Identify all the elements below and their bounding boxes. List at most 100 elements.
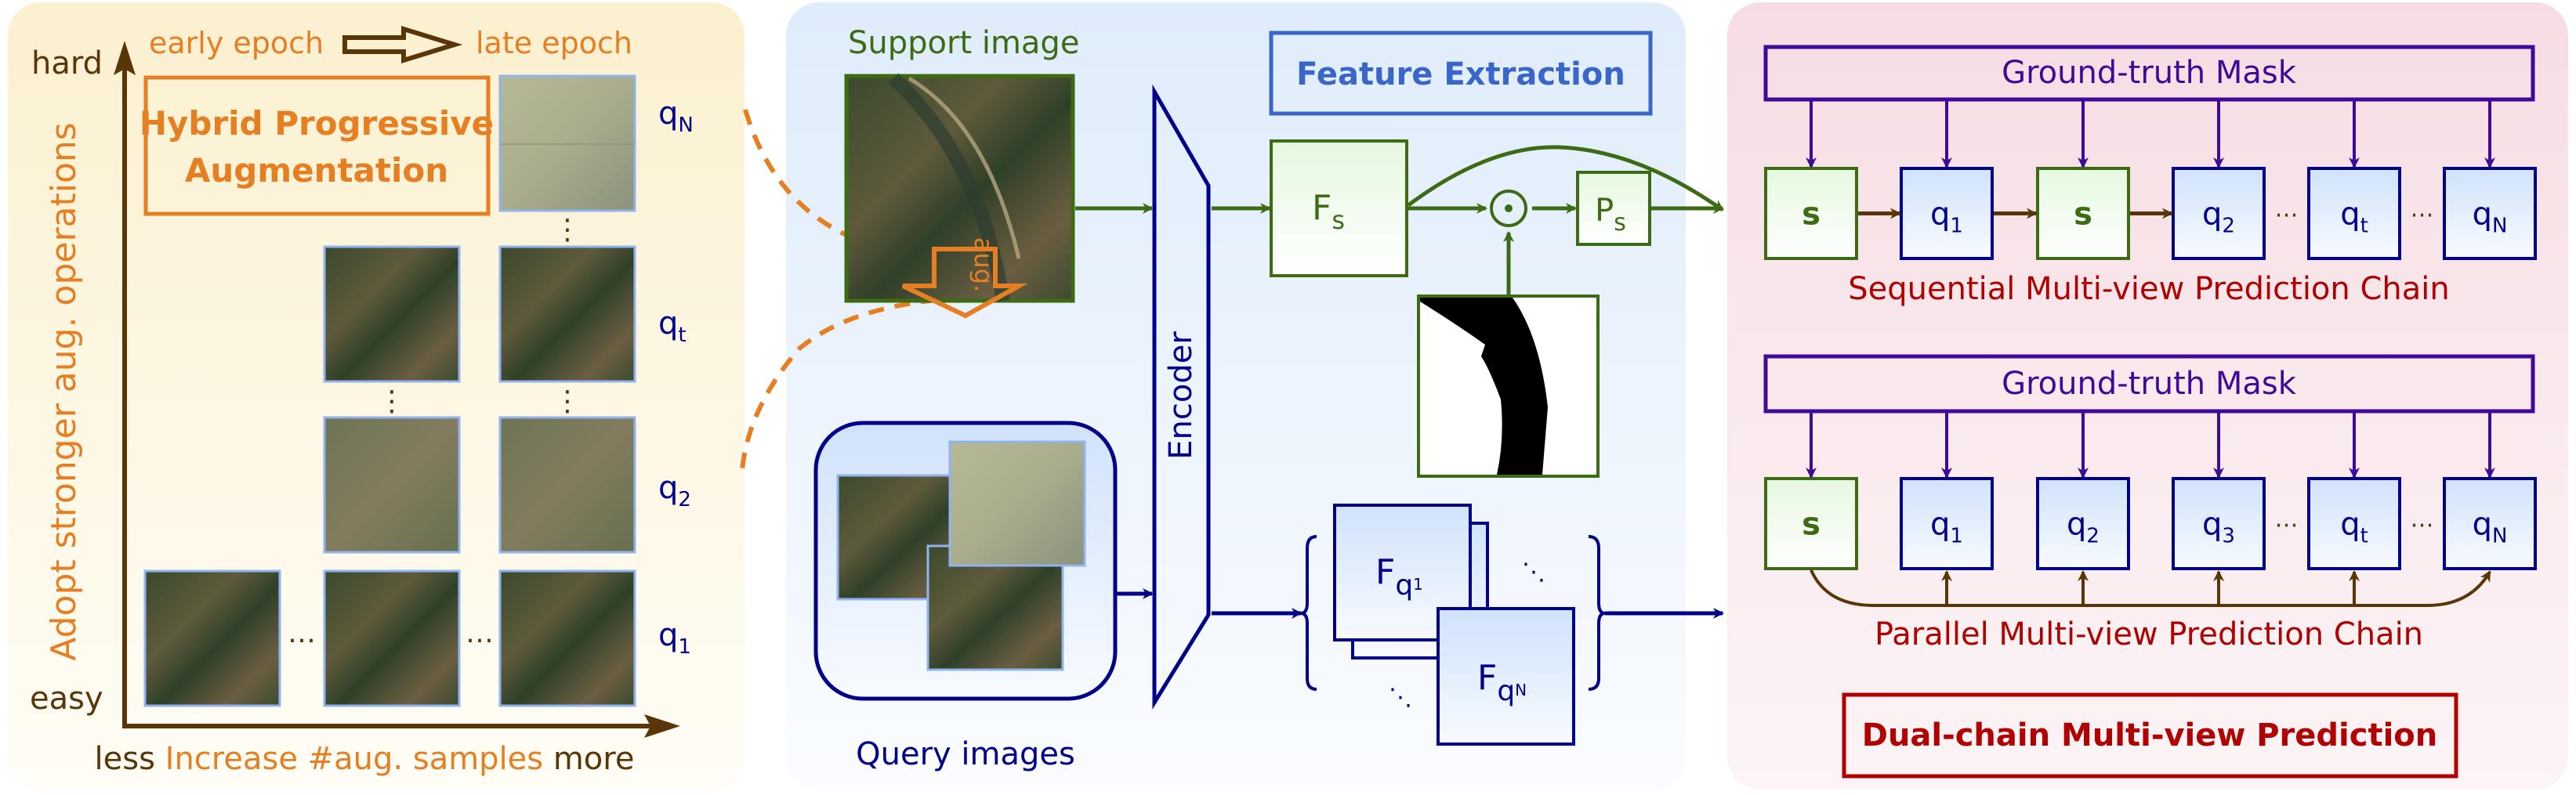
support-image [844,74,1075,303]
chain-ellipsis: … [2275,196,2299,223]
hpa-title-line1: Hybrid Progressive [139,104,494,143]
row-label-q1: q1 [658,617,691,659]
parallel-chain: s q1 q2 q3 qt qN … … [1764,411,2537,607]
node-label-5: qN [2473,197,2508,238]
node-label-4: qt [2340,507,2368,548]
query-node-1 [1900,167,1994,260]
aug-label: aug. [969,237,998,292]
query-image-2 [948,440,1086,567]
epoch-start-label: early epoch [149,26,324,60]
fq1-label: Fq1 [1375,552,1423,602]
arrow-fs-skip-to-chain [1407,145,1724,212]
support-image-road [908,76,1021,259]
chain-ellipsis: … [2411,506,2434,533]
encoder-label: Encoder [1163,331,1199,460]
fs-box [1270,139,1408,277]
epoch-end-label: late epoch [476,26,632,60]
ps-label: Ps [1595,193,1626,237]
augmentation-panel: hard easy Adopt stronger aug. operations… [30,25,694,777]
gt-mask-label-parallel: Ground-truth Mask [2002,366,2297,402]
prediction-panel: Ground-truth Mask s q1 s q2 qt qN … … Sequentia… [1763,45,2537,779]
query-node-5 [2443,167,2537,260]
encoder-block [1152,84,1211,710]
feature-extraction-title: Feature Extraction [1296,56,1625,92]
feature-panel: Support image aug. Query images Encoder … [813,25,1653,772]
y-axis-bottom-label: easy [30,681,103,717]
query-node-3 [2172,167,2266,260]
node-label-4: qt [2340,197,2368,238]
sample-image-qt-late [498,245,636,383]
row-label-q2: q2 [658,470,691,511]
query-node-2 [2036,477,2130,570]
node-label-3: q2 [2202,197,2235,238]
y-axis-title: Adopt stronger aug. operations [44,122,84,660]
node-label-0: s [1802,507,1821,543]
dual-chain-title-box [1842,692,2458,779]
query-node-5 [2443,477,2537,570]
query-node-1 [1900,477,1994,570]
node-label-0: s [1802,197,1821,233]
aug-arrow [901,247,1028,319]
sequential-chain-label: Sequential Multi-view Prediction Chain [1848,271,2449,307]
fs-label: Fs [1312,188,1345,235]
hdots-q1-b: … [466,617,494,649]
query-node-4 [2307,477,2401,570]
hpa-title-box [143,75,491,216]
gt-mask-label-sequential: Ground-truth Mask [2002,55,2297,91]
gt-mask-box-sequential [1763,45,2535,102]
sample-image-q1-early [143,569,281,707]
sample-image-qN-late [498,74,636,212]
zoom-connector-bottom [740,298,937,471]
row-label-qN: qN [658,96,694,137]
sample-image-q2-late [498,416,636,554]
augmented-sample-grid: ⋮ ⋮ ⋮ … … [143,74,636,707]
fq-left-brace [1300,535,1317,691]
row-label-qt: qt [658,305,687,347]
support-node-2 [2036,167,2130,260]
support-image-label: Support image [848,25,1079,61]
ps-box [1576,171,1651,246]
hpa-title-line2: Augmentation [185,151,448,190]
epoch-progress-arrow [342,25,463,64]
vdots-qt-q2-late: ⋮ [553,385,582,417]
x-axis-left-label: less [95,741,155,777]
sample-image-qt-mid [323,245,461,383]
parallel-chain-label: Parallel Multi-view Prediction Chain [1875,616,2423,652]
vdots-qt-q2-mid: ⋮ [378,385,406,417]
query-images-label: Query images [856,736,1075,772]
dual-chain-title: Dual-chain Multi-view Prediction [1862,717,2438,753]
node-label-1: q1 [1930,197,1963,238]
ddots-lower: ⋱ [1389,684,1412,711]
query-node-3 [2172,477,2266,570]
sample-image-q1-late [498,569,636,707]
node-label-5: qN [2473,507,2508,548]
fqN-label: FqN [1477,658,1527,707]
hadamard-product-dot [1505,204,1513,212]
query-node-4 [2307,167,2401,260]
node-label-2: q2 [2067,507,2100,548]
sample-image-q2-mid [323,416,461,554]
feature-extraction-title-box [1269,31,1653,116]
support-node-0 [1764,167,1858,260]
vdots-qN-qt: ⋮ [553,214,582,246]
node-label-1: q1 [1930,507,1963,548]
gt-mask-box-parallel [1763,354,2535,414]
x-axis-right-label: more [553,741,635,777]
node-label-2: s [2074,197,2092,233]
hdots-q1-a: … [288,617,316,649]
x-axis-caption: less Increase #aug. samples more [95,741,635,777]
chain-ellipsis: … [2275,506,2299,533]
parallel-broadcast-path [1810,569,2491,607]
y-axis-arrowhead [114,41,136,75]
support-mask-foreground [1420,298,1548,475]
fqN-box [1437,607,1575,746]
node-label-3: q3 [2202,507,2235,548]
ddots-upper: ⋱ [1522,558,1545,586]
y-axis-top-label: hard [31,45,103,81]
sample-image-q1-mid [323,569,461,707]
x-axis-title: Increase #aug. samples [165,741,543,777]
hadamard-product-symbol [1490,190,1527,227]
x-axis-arrowhead [644,714,680,738]
